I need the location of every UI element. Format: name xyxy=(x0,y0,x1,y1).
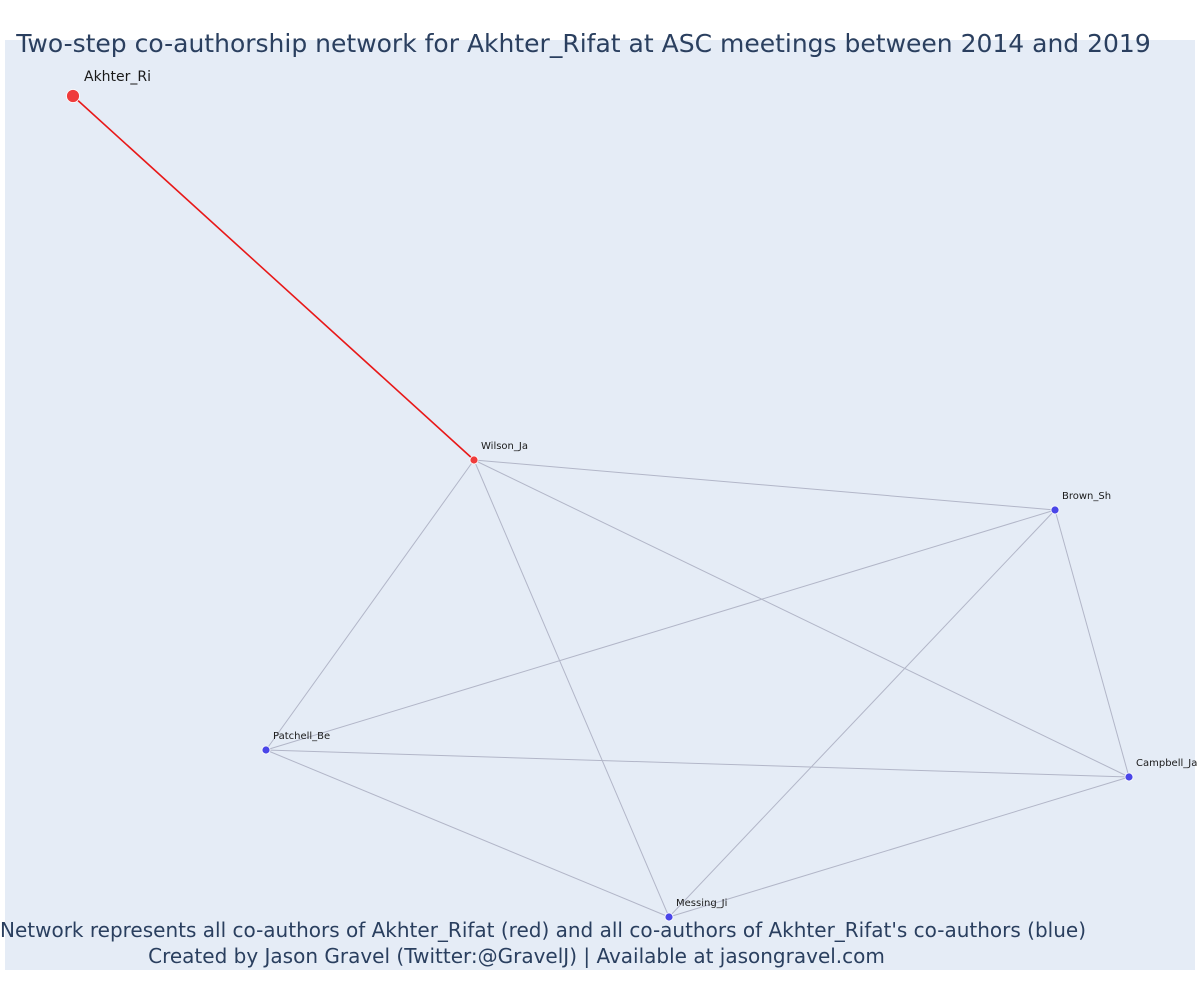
edge-Brown_Sh-Patchell_Be xyxy=(265,509,1056,751)
edge-Brown_Sh-Messing_Ji xyxy=(668,509,1056,918)
node-Wilson_Ja[interactable] xyxy=(469,455,479,465)
node-label-Brown_Sh: Brown_Sh xyxy=(1062,491,1111,502)
edge-Wilson_Ja-Messing_Ji xyxy=(473,459,670,918)
node-label-Patchell_Be: Patchell_Be xyxy=(273,731,330,742)
chart-title: Two-step co-authorship network for Akhte… xyxy=(16,29,1151,58)
node-label-Akhter_Ri: Akhter_Ri xyxy=(84,69,151,85)
edge-Brown_Sh-Campbell_Ja xyxy=(1054,509,1130,778)
node-Messing_Ji[interactable] xyxy=(664,912,674,922)
edge-Wilson_Ja-Campbell_Ja xyxy=(473,459,1130,778)
edge-Messing_Ji-Campbell_Ja xyxy=(668,776,1130,918)
edge-Patchell_Be-Campbell_Ja xyxy=(265,749,1130,778)
edge-Akhter_Ri-Wilson_Ja xyxy=(72,95,475,461)
node-Patchell_Be[interactable] xyxy=(261,745,271,755)
node-Campbell_Ja[interactable] xyxy=(1124,772,1134,782)
labels-layer: Akhter_RiWilson_JaBrown_ShPatchell_BeCam… xyxy=(84,69,1197,909)
edge-Wilson_Ja-Brown_Sh xyxy=(473,459,1056,511)
node-Akhter_Ri[interactable] xyxy=(66,89,80,103)
node-Brown_Sh[interactable] xyxy=(1050,505,1060,515)
caption-legend-note: Network represents all co-authors of Akh… xyxy=(0,918,1086,942)
node-label-Messing_Ji: Messing_Ji xyxy=(676,898,727,909)
node-label-Campbell_Ja: Campbell_Ja xyxy=(1136,758,1197,769)
nodes-layer xyxy=(66,89,1134,922)
caption-credit: Created by Jason Gravel (Twitter:@Gravel… xyxy=(148,944,885,968)
edge-Patchell_Be-Messing_Ji xyxy=(265,749,670,918)
node-label-Wilson_Ja: Wilson_Ja xyxy=(481,441,528,452)
edge-Wilson_Ja-Patchell_Be xyxy=(265,459,475,751)
edges-layer xyxy=(72,95,1130,918)
